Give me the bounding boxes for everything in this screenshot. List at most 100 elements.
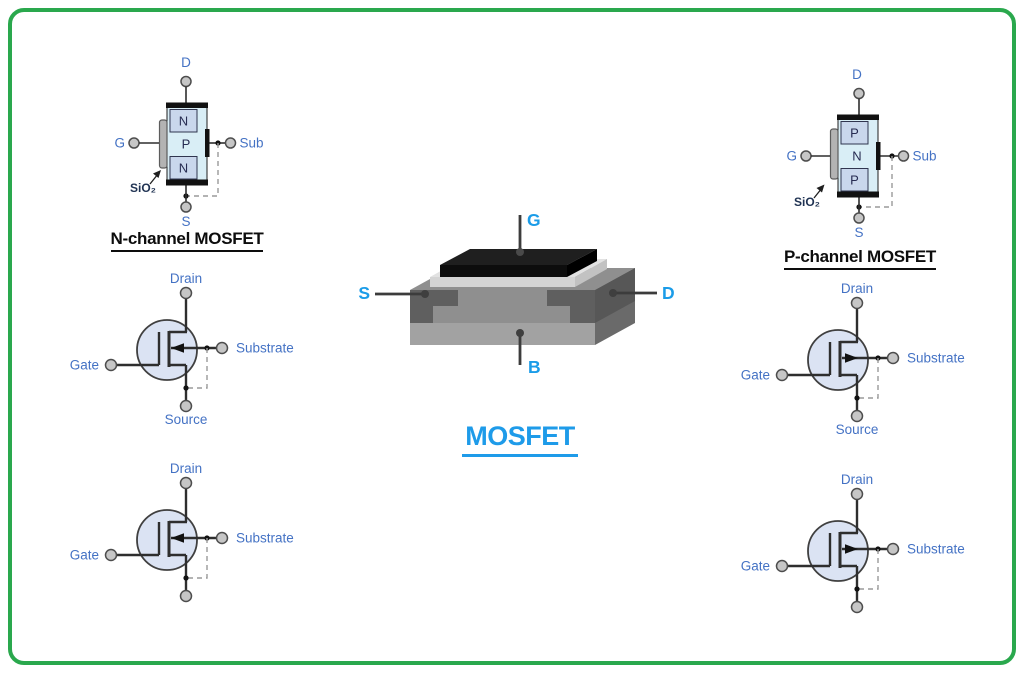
gate-front-face: [440, 265, 567, 277]
n-struct-source-label: S: [181, 214, 190, 229]
source-junction-dot: [183, 385, 189, 391]
p-channel-arrow: [845, 353, 858, 363]
substrate-source-dashed-link: [857, 358, 879, 399]
gate-3d-label: G: [527, 210, 541, 230]
gate-pin-dot: [516, 248, 524, 256]
oxide-right-face: [575, 259, 607, 287]
drain-terminal: [179, 286, 193, 300]
source-junction-dot: [854, 395, 860, 401]
n-struct-source-terminal: [180, 201, 192, 213]
n-struct-sub-contact: [205, 129, 210, 157]
p-struct-drain-label: D: [852, 67, 862, 82]
gate-top-face: [440, 249, 597, 265]
n-struct-drain-terminal: [180, 75, 192, 88]
gate-terminal: [775, 368, 789, 382]
source-label: Source: [165, 412, 208, 427]
gate-terminal: [104, 548, 118, 562]
gate-terminal: [775, 559, 789, 573]
body-3d-label: B: [528, 357, 541, 377]
n-channel-arrow: [171, 343, 184, 353]
p-struct-bottom-contact: [837, 191, 879, 198]
substrate-label: Substrate: [236, 341, 294, 356]
symbol-body-circle: [136, 509, 198, 571]
n-channel-symbol-diagram: Drain Gate Substrate: [70, 461, 294, 603]
drain-3d-label: D: [662, 283, 675, 303]
p-struct-body-source-dashed-link: [859, 156, 893, 208]
p-struct-sio2-arrowhead: [816, 184, 825, 193]
source-junction-dot: [854, 586, 860, 592]
n-struct-gate-oxide-bar: [158, 119, 168, 169]
p-channel-symbol-diagram: Drain Gate Substrate Source: [741, 281, 965, 437]
p-struct-layer-middle: N: [852, 149, 861, 164]
p-channel-title: P-channel MOSFET: [761, 247, 959, 270]
p-struct-sub-label: Sub: [913, 149, 937, 164]
p-struct-top-well: [840, 121, 869, 145]
substrate-label: Substrate: [907, 351, 965, 366]
gate-terminal: [104, 358, 118, 372]
n-struct-top-well: [169, 109, 198, 133]
n-struct-sub-label: Sub: [240, 136, 264, 151]
n-struct-layer-top: N: [179, 114, 188, 129]
p-struct-sio2-label: SiO₂: [794, 195, 820, 209]
substrate-terminal: [215, 341, 229, 355]
symbol-body-circle: [136, 319, 198, 381]
n-struct-gate-terminal: [128, 137, 140, 149]
p-struct-gate-label: G: [786, 149, 797, 164]
n-struct-sio2-arrowhead: [153, 170, 161, 178]
n-struct-layer-bottom: N: [179, 161, 188, 176]
drain-pin-dot: [609, 289, 617, 297]
substrate-source-dashed-link: [186, 348, 208, 389]
source-terminal: [179, 589, 193, 603]
substrate-source-dashed-link: [857, 549, 879, 590]
n-struct-sio2-label: SiO₂: [130, 181, 156, 195]
p-struct-source-terminal: [853, 212, 865, 224]
drain-terminal: [850, 296, 864, 310]
p-struct-gate-terminal: [800, 150, 812, 162]
p-struct-drain-terminal: [853, 87, 865, 100]
gate-label: Gate: [70, 358, 99, 373]
symbol-body-circle: [807, 520, 869, 582]
n-struct-top-contact: [166, 102, 208, 108]
n-struct-gate-label: G: [114, 136, 125, 151]
substrate-label: Substrate: [907, 542, 965, 557]
p-channel-symbol-diagram: Drain Gate Substrate: [741, 472, 965, 614]
source-terminal: [179, 399, 193, 413]
oxide-front-face: [430, 277, 575, 287]
green-border-frame: [8, 8, 1016, 665]
source-3d-label: S: [358, 283, 370, 303]
substrate-lower-band: [410, 323, 595, 345]
n-channel-symbol-diagram: Drain Gate Substrate Source: [70, 271, 294, 427]
drain-label: Drain: [841, 472, 873, 487]
n-struct-sub-terminal: [224, 137, 237, 149]
p-struct-top-contact: [837, 114, 879, 120]
substrate-label: Substrate: [236, 531, 294, 546]
gate-label: Gate: [741, 368, 770, 383]
drain-label: Drain: [170, 461, 202, 476]
substrate-terminal: [886, 351, 900, 365]
n-struct-layer-middle: P: [182, 137, 191, 152]
p-struct-sub-terminal: [897, 150, 910, 162]
source-pin-dot: [421, 290, 429, 298]
n-struct-drain-label: D: [181, 55, 191, 70]
n-struct-bottom-well: [169, 156, 198, 180]
substrate-terminal: [215, 531, 229, 545]
source-label: Source: [836, 422, 879, 437]
source-terminal: [850, 409, 864, 423]
mosfet-main-title: MOSFET: [420, 421, 620, 457]
drain-label: Drain: [170, 271, 202, 286]
n-channel-arrow: [171, 533, 184, 543]
body-pin-dot: [516, 329, 524, 337]
p-struct-gate-oxide-bar: [829, 128, 839, 180]
substrate-terminal: [886, 542, 900, 556]
n-struct-bottom-contact: [166, 179, 208, 186]
source-junction-dot: [183, 575, 189, 581]
source-well-front: [410, 290, 458, 323]
drain-terminal: [179, 476, 193, 490]
drain-terminal: [850, 487, 864, 501]
drain-well-front: [547, 290, 595, 323]
n-channel-title: N-channel MOSFET: [88, 229, 286, 252]
p-struct-layer-bottom: P: [850, 173, 859, 188]
n-struct-body-source-dashed-link: [186, 143, 219, 197]
substrate-source-dashed-link: [186, 538, 208, 579]
